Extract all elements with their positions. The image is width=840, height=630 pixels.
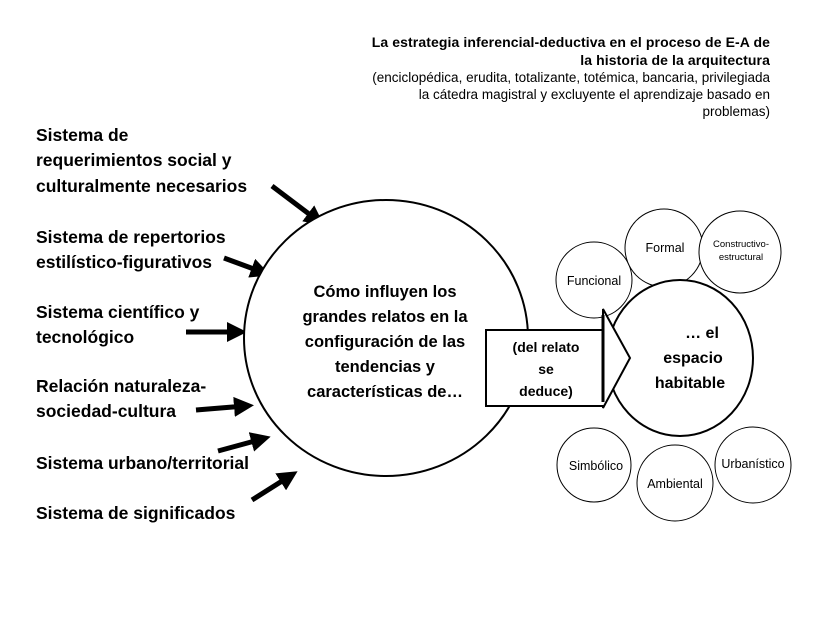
input-system-label: estilístico-figurativos: [36, 252, 212, 272]
aspect-simbolico-label: Simbólico: [569, 459, 623, 473]
aspect-urbanistico-circle: [714, 426, 792, 504]
input-system-label: Sistema de: [36, 125, 129, 145]
input-system-significados: Sistema de significados: [36, 503, 236, 523]
arrow-6: [250, 471, 298, 503]
result-text: … el espacio habitable: [655, 325, 725, 392]
central-question-line: configuración de las: [305, 333, 465, 351]
input-system-label: sociedad-cultura: [36, 401, 176, 421]
input-system-cientifico: Sistema científico y tecnológico: [36, 302, 200, 347]
deduction-line: se: [538, 361, 554, 377]
aspect-funcional-circle: [555, 241, 633, 319]
input-system-label: requerimientos social y: [36, 150, 232, 170]
aspect-ambiental-circle: [636, 444, 714, 522]
input-system-urbano: Sistema urbano/territorial: [36, 453, 249, 473]
aspect-constructivo-label: estructural: [719, 252, 763, 263]
header-subtitle-line-3: problemas): [702, 104, 770, 119]
result-line: habitable: [655, 375, 725, 392]
input-system-naturaleza: Relación naturaleza- sociedad-cultura: [36, 376, 206, 421]
aspect-formal-label: Formal: [646, 241, 685, 255]
central-question-line: grandes relatos en la: [302, 308, 468, 326]
input-system-label: Relación naturaleza-: [36, 376, 206, 396]
central-question-line: Cómo influyen los: [313, 283, 456, 301]
input-system-label: Sistema urbano/territorial: [36, 453, 249, 473]
header: La estrategia inferencial-deductiva en e…: [300, 33, 770, 120]
input-system-repertorios: Sistema de repertorios estilístico-figur…: [36, 227, 226, 272]
aspect-funcional-label: Funcional: [567, 274, 621, 288]
arrow-5: [217, 432, 271, 454]
aspect-constructivo-circle: [698, 210, 782, 294]
aspect-ambiental-label: Ambiental: [647, 477, 703, 491]
result-line: … el: [685, 325, 719, 342]
input-system-label: Sistema de significados: [36, 503, 236, 523]
aspect-simbolico-circle: [556, 427, 632, 503]
aspect-circles: [555, 208, 792, 522]
header-subtitle-line-2: la cátedra magistral y excluyente el apr…: [418, 87, 770, 102]
aspect-urbanistico-label: Urbanístico: [721, 457, 784, 471]
deduction-line: deduce): [519, 383, 573, 399]
arrow-1: [270, 184, 325, 226]
input-system-label: Sistema de repertorios: [36, 227, 226, 247]
arrow-4: [195, 396, 254, 417]
input-system-requerimientos: Sistema de requerimientos social y cultu…: [36, 125, 247, 196]
input-arrows: [186, 184, 325, 503]
deduction-box-text: (del relato se deduce): [513, 339, 580, 399]
header-title-line-2: la historia de la arquitectura: [580, 52, 770, 68]
input-system-label: tecnológico: [36, 327, 134, 347]
arrow-2: [223, 255, 271, 278]
aspect-constructivo-label: Constructivo-: [713, 239, 769, 250]
header-title-line-1: La estrategia inferencial-deductiva en e…: [371, 34, 770, 50]
central-question: Cómo influyen los grandes relatos en la …: [302, 283, 468, 401]
central-question-line: tendencias y: [335, 358, 436, 376]
deduction-line: (del relato: [513, 339, 580, 355]
input-system-label: culturalmente necesarios: [36, 176, 247, 196]
aspect-labels: Funcional Formal Constructivo- estructur…: [567, 239, 785, 491]
central-question-line: características de…: [307, 383, 463, 401]
input-system-label: Sistema científico y: [36, 302, 200, 322]
header-subtitle-line-1: (enciclopédica, erudita, totalizante, to…: [372, 70, 770, 85]
result-line: espacio: [663, 350, 723, 367]
